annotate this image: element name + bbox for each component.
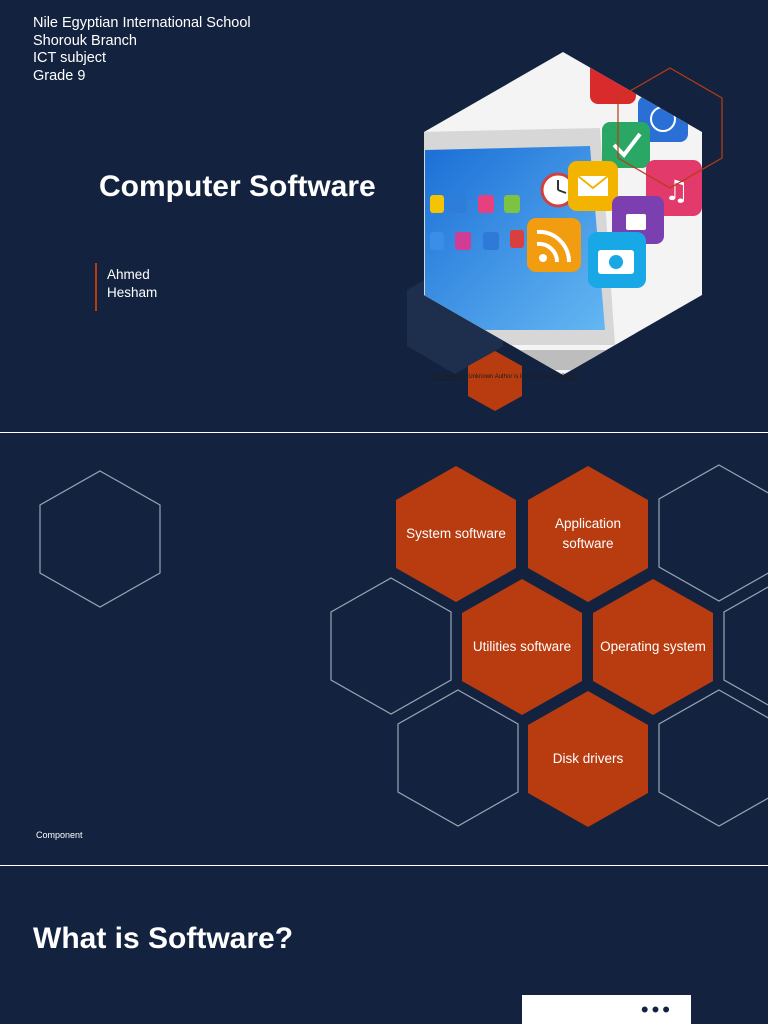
title-slide[interactable]: Nile Egyptian International School Shoro… — [0, 0, 768, 432]
hexagon-system-software[interactable] — [396, 466, 516, 602]
decor-hexagon-left — [39, 470, 161, 608]
outline-hexagon — [617, 67, 723, 189]
school-name: Nile Egyptian International School — [33, 15, 251, 31]
label-utilities-software: Utilities software — [472, 639, 572, 654]
accent-bar — [95, 263, 97, 311]
empty-hexagon — [397, 689, 519, 827]
grade-label: Grade 9 — [33, 67, 86, 84]
label-operating-system: Operating system — [600, 639, 706, 654]
components-slide[interactable]: System software Application software Uti… — [0, 433, 768, 865]
hexagon-utilities-software[interactable] — [462, 579, 582, 715]
hero-image: ♫ — [407, 52, 723, 411]
author-last-name: Hesham — [107, 285, 158, 300]
subject-name: ICT subject — [33, 50, 107, 66]
definition-slide[interactable]: What is Software? ••• — [0, 866, 768, 1024]
label-application-software: Application software — [554, 516, 622, 551]
accent-hexagon — [468, 351, 522, 411]
hexagon-operating-system[interactable] — [593, 579, 713, 715]
label-system-software: System software — [406, 526, 506, 541]
slide-title: What is Software? — [33, 922, 294, 955]
branch-name: Shorouk Branch — [33, 32, 137, 49]
content-card: ••• — [522, 995, 691, 1024]
empty-hexagon — [658, 689, 768, 827]
photo-credit: This Photo by Unknown Author is licensed… — [430, 374, 579, 380]
slide-title: Computer Software — [99, 170, 376, 203]
empty-hexagon — [330, 577, 452, 715]
label-disk-drivers: Disk drivers — [552, 751, 624, 766]
photo-link[interactable]: This Photo — [430, 374, 459, 380]
author-first-name: Ahmed — [107, 267, 150, 282]
slide-footer: Component — [36, 830, 83, 840]
hexagon-diagram — [39, 464, 768, 827]
school-info: Nile Egyptian International School Shoro… — [33, 15, 251, 85]
empty-hexagon — [723, 586, 768, 706]
hexagon-application-software[interactable] — [528, 466, 648, 602]
hexagon-disk-drivers[interactable] — [528, 691, 648, 827]
license-link[interactable]: CC BY — [560, 374, 580, 380]
author-name: Ahmed Hesham — [107, 266, 157, 302]
empty-hexagon — [658, 464, 768, 602]
credit-text: by Unknown Author is licensed under — [458, 374, 561, 380]
ellipsis-icon[interactable]: ••• — [640, 997, 673, 1022]
